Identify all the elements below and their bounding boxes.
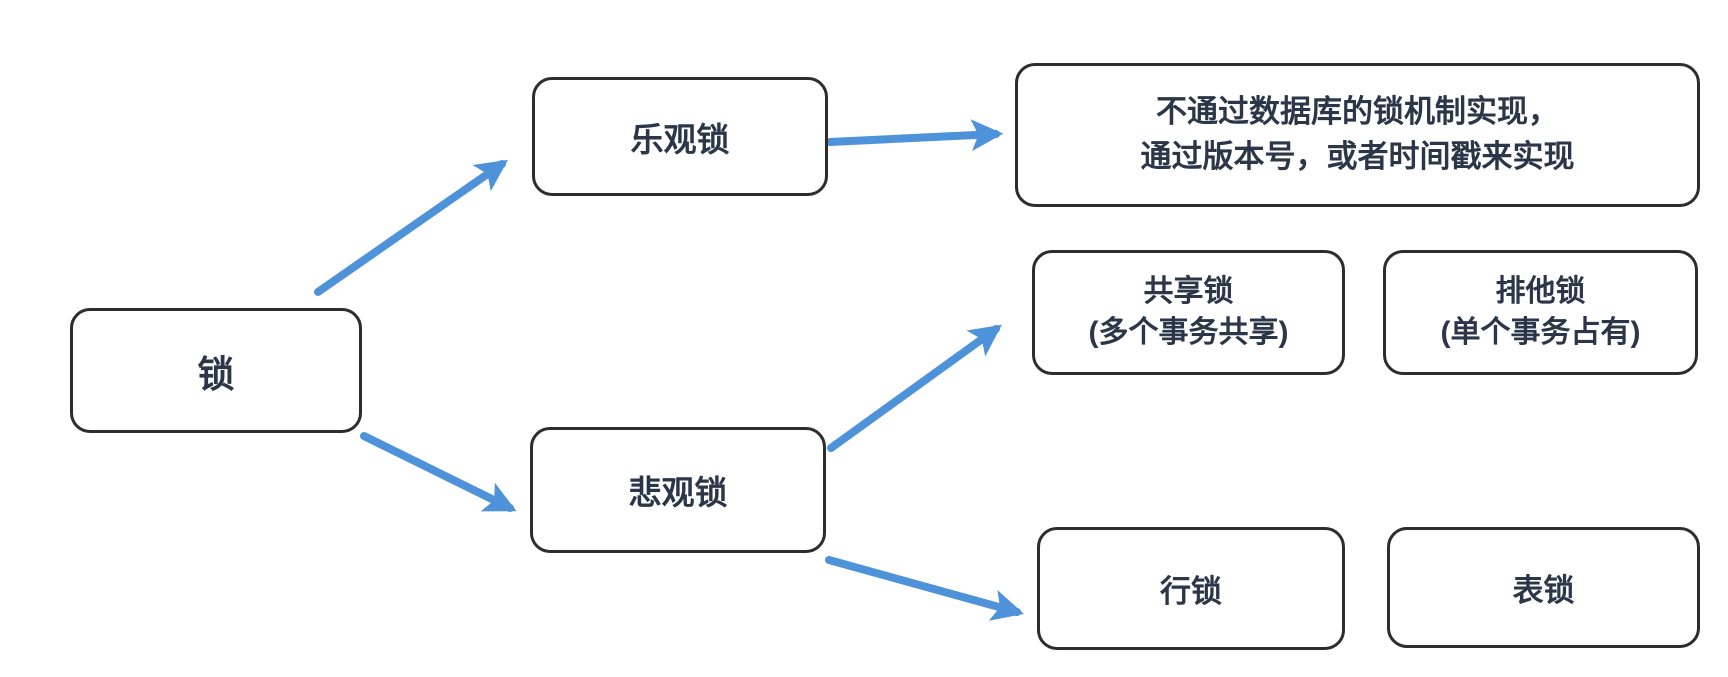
edge-optimistic-to-impl (826, 119, 1004, 152)
node-pessimistic-lock-label: 悲观锁 (628, 474, 728, 511)
node-optimistic-lock: 乐观锁 (532, 77, 828, 196)
edge-pessimistic-to-row-lock (825, 556, 1024, 621)
node-table-lock: 表锁 (1387, 527, 1700, 648)
edge-lock-to-optimistic (314, 159, 508, 296)
node-shared-lock-subtitle: (多个事务共享) (1088, 315, 1289, 349)
node-exclusive-lock: 排他锁 (单个事务占有) (1383, 250, 1698, 375)
node-table-lock-label: 表锁 (1512, 573, 1575, 608)
node-optimistic-lock-label: 乐观锁 (630, 120, 730, 158)
node-exclusive-lock-title: 排他锁 (1495, 275, 1586, 308)
node-lock-label: 锁 (197, 353, 235, 395)
node-shared-lock: 共享锁 (多个事务共享) (1032, 250, 1345, 375)
optimistic-implementation-line2: 通过版本号，或者时间戳来实现 (1140, 139, 1575, 174)
node-row-lock-label: 行锁 (1160, 574, 1222, 609)
node-shared-lock-title: 共享锁 (1143, 275, 1234, 308)
node-exclusive-lock-subtitle: (单个事务占有) (1440, 315, 1641, 349)
optimistic-implementation-line1: 不通过数据库的锁机制实现， (1156, 94, 1559, 130)
node-lock: 锁 (70, 308, 362, 433)
node-row-lock: 行锁 (1037, 527, 1345, 650)
node-optimistic-implementation: 不通过数据库的锁机制实现， 通过版本号，或者时间戳来实现 (1015, 63, 1700, 207)
edge-pessimistic-to-shared (827, 324, 1002, 452)
edge-lock-to-pessimistic (360, 432, 517, 512)
node-pessimistic-lock: 悲观锁 (530, 427, 826, 553)
